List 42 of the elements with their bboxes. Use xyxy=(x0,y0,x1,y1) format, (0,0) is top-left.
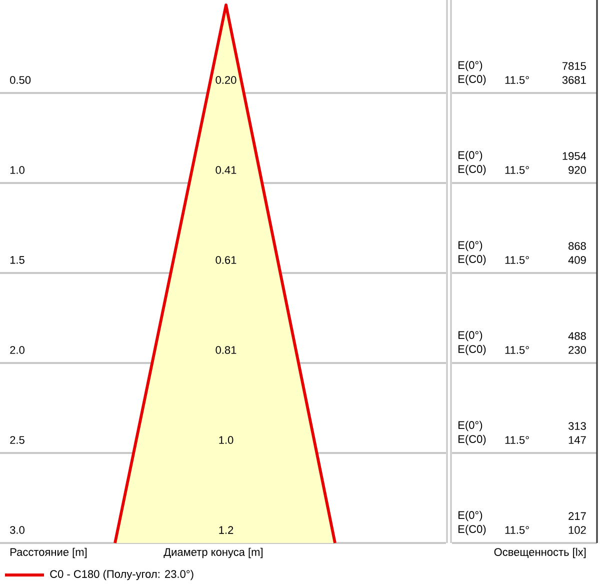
diameter-axis-title: Диаметр конуса [m] xyxy=(164,548,263,558)
illuminance-label: E(0°) xyxy=(458,330,482,342)
distance-label: 3.0 xyxy=(10,526,24,534)
illuminance-value: 868 xyxy=(568,242,586,250)
illuminance-label: E(0°) xyxy=(458,510,482,522)
illuminance-label: E(0°) xyxy=(458,420,482,432)
illuminance-value: 920 xyxy=(568,166,586,174)
illuminance-label: E(0°) xyxy=(458,240,482,252)
distance-label: 1.0 xyxy=(10,166,24,174)
cone-diameter-label: 1.2 xyxy=(217,524,235,536)
illuminance-axis-title: Освещенность [lx] xyxy=(494,548,586,558)
illuminance-value: 147 xyxy=(568,436,586,444)
illuminance-label: E(C0) xyxy=(458,74,486,86)
legend-label: C0 - C180 (Полу-угол: 23.0°) xyxy=(50,570,194,580)
half-angle-label: 11.5° xyxy=(505,256,529,264)
illuminance-value: 230 xyxy=(568,346,586,354)
distance-label: 2.0 xyxy=(10,346,24,354)
illuminance-label: E(0°) xyxy=(458,150,482,162)
illuminance-value: 488 xyxy=(568,332,586,340)
distance-label: 0.50 xyxy=(10,76,31,84)
half-angle-label: 11.5° xyxy=(505,76,529,84)
illuminance-label: E(C0) xyxy=(458,344,486,356)
illuminance-label: E(C0) xyxy=(458,434,486,446)
illuminance-value: 313 xyxy=(568,422,586,430)
illuminance-value: 7815 xyxy=(562,62,586,70)
half-angle-label: 11.5° xyxy=(505,526,529,534)
illuminance-value: 102 xyxy=(568,526,586,534)
cone-diameter-label: 1.0 xyxy=(217,434,235,446)
illuminance-value: 1954 xyxy=(562,152,586,160)
half-angle-label: 11.5° xyxy=(505,346,529,354)
half-angle-label: 11.5° xyxy=(505,436,529,444)
illuminance-value: 409 xyxy=(568,256,586,264)
distance-axis-title: Расстояние [m] xyxy=(10,548,87,558)
distance-label: 2.5 xyxy=(10,436,24,444)
half-angle-label: 11.5° xyxy=(505,166,529,174)
illuminance-value: 3681 xyxy=(562,76,586,84)
distance-label: 1.5 xyxy=(10,256,24,264)
illuminance-label: E(0°) xyxy=(458,60,482,72)
illuminance-label: E(C0) xyxy=(458,524,486,536)
illuminance-value: 217 xyxy=(568,512,586,520)
illuminance-label: E(C0) xyxy=(458,164,486,176)
illuminance-label: E(C0) xyxy=(458,254,486,266)
